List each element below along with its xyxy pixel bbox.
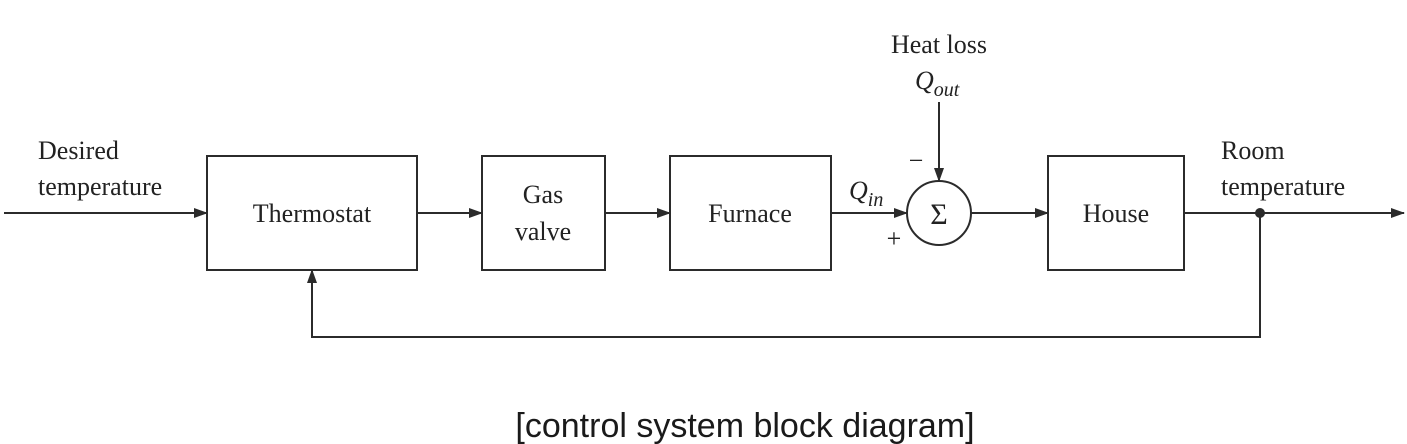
minus-sign: −: [909, 146, 924, 175]
thermostat-label: Thermostat: [253, 199, 372, 228]
heat-loss-label: Heat loss: [891, 30, 987, 59]
input-label-line1: Desired: [38, 136, 119, 165]
output-label-line1: Room: [1221, 136, 1285, 165]
furnace-label: Furnace: [708, 199, 792, 228]
q-in-subscript: in: [868, 189, 884, 211]
gas-valve-label-line1: Gas: [523, 180, 563, 209]
input-label-line2: temperature: [38, 172, 162, 201]
summing-junction: [906, 180, 972, 246]
pickoff-point: [1255, 208, 1265, 218]
house-block: [1047, 155, 1185, 271]
gas-valve-label-line2: valve: [515, 217, 571, 246]
furnace-block: [669, 155, 832, 271]
q-in-symbol: Qin: [849, 176, 883, 211]
q-out-base: Q: [915, 66, 934, 95]
q-out-symbol: Qout: [915, 66, 960, 101]
output-label-line2: temperature: [1221, 172, 1345, 201]
gas-valve-block: [481, 155, 606, 271]
house-label: House: [1083, 199, 1149, 228]
feedback-path: [307, 213, 1261, 338]
plus-sign: +: [887, 224, 902, 253]
diagram-caption: [control system block diagram]: [515, 407, 974, 444]
summing-symbol: Σ: [930, 198, 947, 231]
thermostat-block: [206, 155, 418, 271]
q-out-subscript: out: [934, 79, 960, 101]
q-in-base: Q: [849, 176, 868, 205]
